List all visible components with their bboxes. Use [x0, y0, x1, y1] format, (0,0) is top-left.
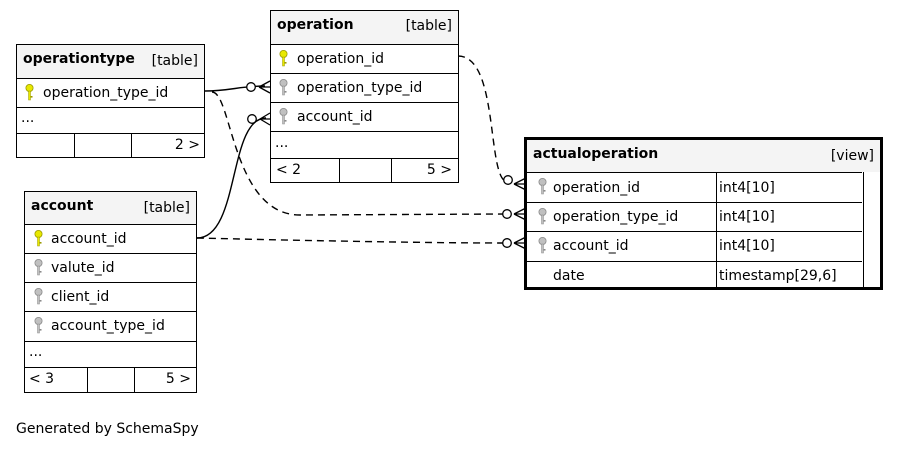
column-name: operation_type_id: [297, 80, 423, 96]
ellipsis: ...: [21, 110, 35, 126]
edge-operation-to-actualoperation: [457, 55, 509, 183]
column-row[interactable]: operation_type_id int4[10]: [527, 202, 862, 231]
column-type: int4[10]: [719, 180, 775, 196]
column-row[interactable]: account_type_id: [25, 311, 196, 341]
cell-divider: [339, 159, 340, 183]
column-type: timestamp[29,6]: [719, 268, 837, 284]
column-row[interactable]: operation_id int4[10]: [527, 172, 862, 202]
edge-end-circle: [502, 209, 512, 219]
foreign-key-icon: [34, 317, 43, 334]
more-columns-row: ...: [25, 341, 196, 367]
column-row[interactable]: operation_id: [271, 44, 458, 73]
table-name: operation: [277, 17, 354, 33]
column-name: operation_id: [297, 51, 384, 67]
column-row[interactable]: valute_id: [25, 253, 196, 282]
table-name: operationtype: [23, 51, 135, 67]
view-header: actualoperation [view]: [527, 140, 880, 172]
column-name: account_id: [51, 231, 127, 247]
column-row[interactable]: client_id: [25, 282, 196, 311]
table-header: operation [table]: [271, 11, 458, 44]
parents-count[interactable]: < 3: [29, 371, 55, 387]
primary-key-icon: [25, 84, 34, 101]
children-count[interactable]: 2 >: [174, 137, 200, 153]
column-row[interactable]: account_id: [25, 224, 196, 253]
table-header: account [table]: [25, 192, 196, 224]
children-count[interactable]: 5 >: [165, 371, 191, 387]
edge-end-crowfoot: [258, 80, 271, 94]
relations-row: 2 >: [17, 133, 204, 158]
edge-end-crowfoot: [259, 112, 271, 126]
column-row[interactable]: account_id int4[10]: [527, 231, 862, 261]
view-kind: [view]: [830, 148, 874, 164]
relations-row: < 3 5 >: [25, 367, 196, 393]
foreign-key-icon: [538, 178, 547, 195]
edge-end-circle: [502, 238, 512, 248]
table-header: operationtype [table]: [17, 45, 204, 78]
cell-divider: [716, 172, 717, 287]
more-columns-row: ...: [271, 131, 458, 158]
foreign-key-icon: [279, 108, 288, 125]
column-name: account_id: [553, 238, 629, 254]
table-operationtype[interactable]: operationtype [table] operation_type_id …: [16, 44, 205, 158]
edge-account-to-actualoperation: [196, 237, 504, 244]
column-name: client_id: [51, 289, 110, 305]
ellipsis: ...: [29, 344, 43, 360]
column-row[interactable]: operation_type_id: [17, 78, 204, 107]
table-account[interactable]: account [table] account_id valute_id cli…: [24, 191, 197, 393]
column-name: operation_id: [553, 180, 640, 196]
column-name: operation_type_id: [43, 85, 169, 101]
foreign-key-icon: [538, 237, 547, 254]
table-operation[interactable]: operation [table] operation_id operation…: [270, 10, 459, 183]
column-name: valute_id: [51, 260, 115, 276]
column-row[interactable]: operation_type_id: [271, 73, 458, 102]
table-kind: [table]: [143, 200, 190, 216]
primary-key-icon: [279, 50, 288, 67]
table-kind: [table]: [405, 18, 452, 34]
edge-account-to-operation: [196, 117, 267, 239]
edge-operationtype-to-actualoperation: [211, 91, 506, 216]
children-count[interactable]: 5 >: [426, 162, 452, 178]
cell-divider: [131, 134, 132, 158]
footer-generated-by: Generated by SchemaSpy: [16, 421, 199, 437]
cell-divider: [391, 159, 392, 183]
cell-divider: [134, 368, 135, 393]
primary-key-icon: [34, 230, 43, 247]
foreign-key-icon: [34, 288, 43, 305]
table-name: account: [31, 198, 94, 214]
parents-count[interactable]: < 2: [276, 162, 302, 178]
ellipsis: ...: [275, 135, 289, 151]
edge-operationtype-to-operation: [204, 85, 266, 92]
column-name: operation_type_id: [553, 209, 679, 225]
column-row[interactable]: account_id: [271, 102, 458, 131]
foreign-key-icon: [538, 208, 547, 225]
column-row[interactable]: date timestamp[29,6]: [527, 261, 862, 290]
view-actualoperation[interactable]: actualoperation [view] operation_id int4…: [524, 137, 883, 290]
cell-divider: [74, 134, 75, 158]
foreign-key-icon: [34, 259, 43, 276]
more-columns-row: ...: [17, 107, 204, 133]
column-type: int4[10]: [719, 209, 775, 225]
foreign-key-icon: [279, 79, 288, 96]
column-name: account_id: [297, 109, 373, 125]
cell-divider: [87, 368, 88, 393]
edge-end-circle: [246, 82, 256, 92]
cell-divider: [863, 172, 864, 287]
column-name: account_type_id: [51, 318, 165, 334]
edge-end-circle: [247, 114, 257, 124]
table-kind: [table]: [151, 53, 198, 69]
column-type: int4[10]: [719, 238, 775, 254]
relations-row: < 2 5 >: [271, 158, 458, 183]
edge-end-circle: [503, 175, 513, 185]
column-name: date: [553, 268, 585, 284]
view-name: actualoperation: [533, 146, 659, 162]
